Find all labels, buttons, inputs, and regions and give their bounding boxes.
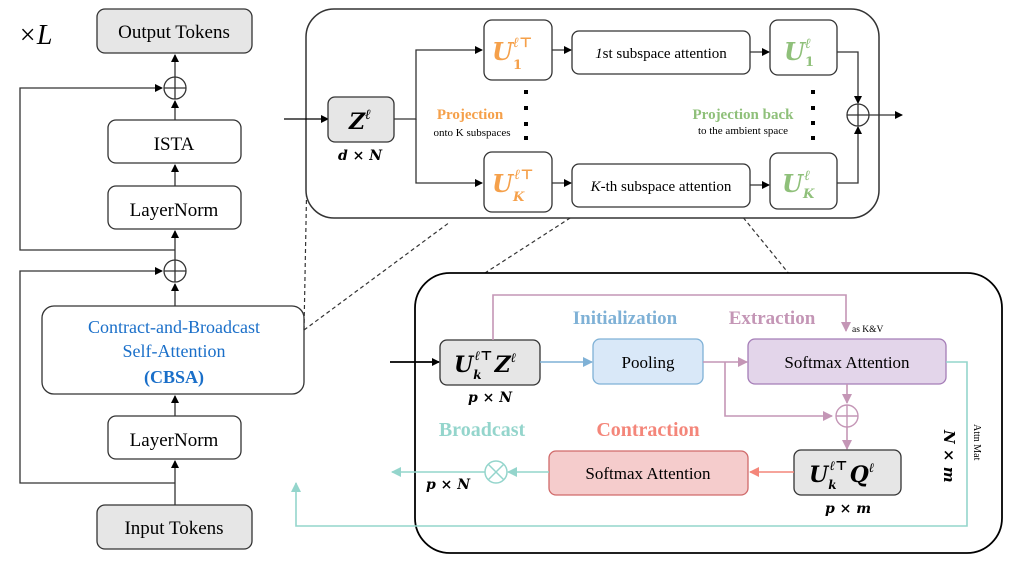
pooling-box: Pooling (592, 338, 704, 385)
initialization-label: Initialization (573, 308, 678, 329)
svg-text:Ukℓ⊤Qℓ: Ukℓ⊤Qℓ (809, 459, 874, 492)
layernorm-top-box: LayerNorm (107, 185, 242, 230)
kth-subspace-attention-box: K-th subspace attention (571, 163, 751, 208)
vertical-dots-left (524, 90, 528, 140)
svg-text:UKℓ⊤: UKℓ⊤ (492, 167, 534, 205)
ukq-box: Ukℓ⊤Qℓ (793, 449, 902, 496)
z-dim: d × N (338, 148, 383, 164)
svg-text:Output Tokens: Output Tokens (118, 22, 230, 43)
svg-text:ISTA: ISTA (154, 134, 195, 155)
svg-text:Contract-and-Broadcast: Contract-and-Broadcast (88, 317, 260, 337)
first-subspace-attention-box: 1st subspace attention (571, 30, 751, 75)
vertical-dots-right (811, 90, 815, 140)
contraction-label: Contraction (596, 419, 699, 441)
svg-text:Self-Attention: Self-Attention (123, 341, 226, 361)
ukz-dim: p × N (468, 390, 513, 406)
times-l-label: ×L (18, 20, 52, 51)
layernorm-bottom-box: LayerNorm (107, 415, 242, 460)
svg-text:K-th subspace attention: K-th subspace attention (590, 179, 732, 195)
cbsa-box: Contract-and-Broadcast Self-Attention (C… (41, 305, 305, 395)
projection-back-sublabel: to the ambient space (698, 125, 788, 137)
svg-text:UKℓ: UKℓ (782, 168, 815, 202)
ista-box: ISTA (107, 119, 242, 164)
svg-text:Zℓ: Zℓ (348, 107, 371, 135)
svg-text:Softmax Attention: Softmax Attention (784, 353, 910, 372)
u1-transpose-box: U1ℓ⊤ (483, 19, 553, 81)
svg-text:U1ℓ⊤: U1ℓ⊤ (492, 35, 532, 73)
svg-text:(CBSA): (CBSA) (144, 367, 204, 388)
attn-mat-label: Attn Mat (971, 424, 982, 461)
uk-transpose-box: UKℓ⊤ (483, 151, 553, 213)
attn-dim-label: N × m (940, 429, 958, 483)
ukq-dim: p × m (825, 501, 871, 517)
projection-label: Projection (437, 107, 504, 123)
projection-sublabel: onto K subspaces (434, 127, 511, 139)
svg-text:Input Tokens: Input Tokens (124, 518, 223, 539)
projection-back-label: Projection back (693, 107, 795, 123)
output-dim: p × N (426, 477, 471, 493)
subspace-attention-panel (414, 272, 1003, 554)
ukz-box: Ukℓ⊤Zℓ (439, 339, 541, 386)
softmax-attention-contraction-box: Softmax Attention (548, 450, 749, 496)
svg-text:LayerNorm: LayerNorm (130, 430, 219, 451)
svg-text:Ukℓ⊤Zℓ: Ukℓ⊤Zℓ (454, 349, 516, 382)
input-tokens-box: Input Tokens (96, 504, 253, 550)
svg-text:LayerNorm: LayerNorm (130, 200, 219, 221)
uk-back-box: UKℓ (769, 152, 838, 210)
svg-text:Softmax Attention: Softmax Attention (585, 464, 711, 483)
softmax-attention-extraction-box: Softmax Attention (747, 338, 947, 385)
output-tokens-box: Output Tokens (96, 8, 253, 54)
u1-back-box: U1ℓ (769, 19, 838, 76)
svg-text:Pooling: Pooling (622, 353, 675, 372)
as-kv-label: as K&V (852, 325, 884, 335)
extraction-label: Extraction (729, 308, 816, 329)
broadcast-label: Broadcast (439, 419, 526, 441)
svg-text:1st subspace attention: 1st subspace attention (595, 46, 727, 62)
z-box: Zℓ (327, 96, 395, 143)
svg-text:U1ℓ: U1ℓ (784, 36, 814, 70)
